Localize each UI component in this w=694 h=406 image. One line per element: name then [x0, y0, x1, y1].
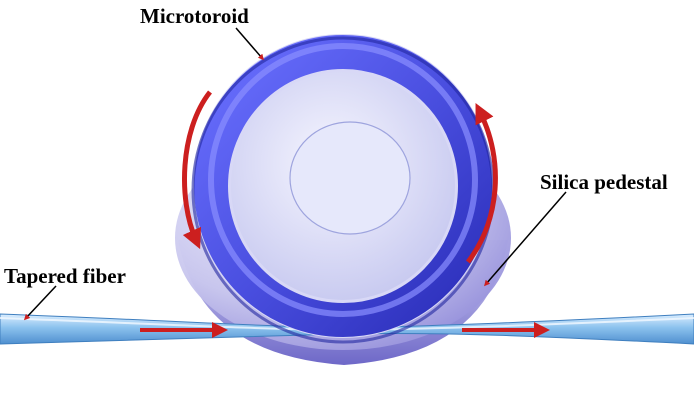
microtoroid-leader-line [235, 27, 264, 61]
right-circulation-arrow [466, 103, 498, 264]
silica-pedestal-label: Silica pedestal [540, 170, 668, 194]
tapered-fiber-label: Tapered fiber [4, 264, 126, 288]
silica-pedestal-leader-line [484, 191, 567, 287]
microtoroid-label: Microtoroid [140, 4, 249, 28]
ring-highlight [208, 43, 478, 317]
tapered-fiber-leader-line [23, 285, 57, 321]
left-circulation-arrow [182, 90, 212, 250]
central-pedestal-top [289, 121, 411, 235]
